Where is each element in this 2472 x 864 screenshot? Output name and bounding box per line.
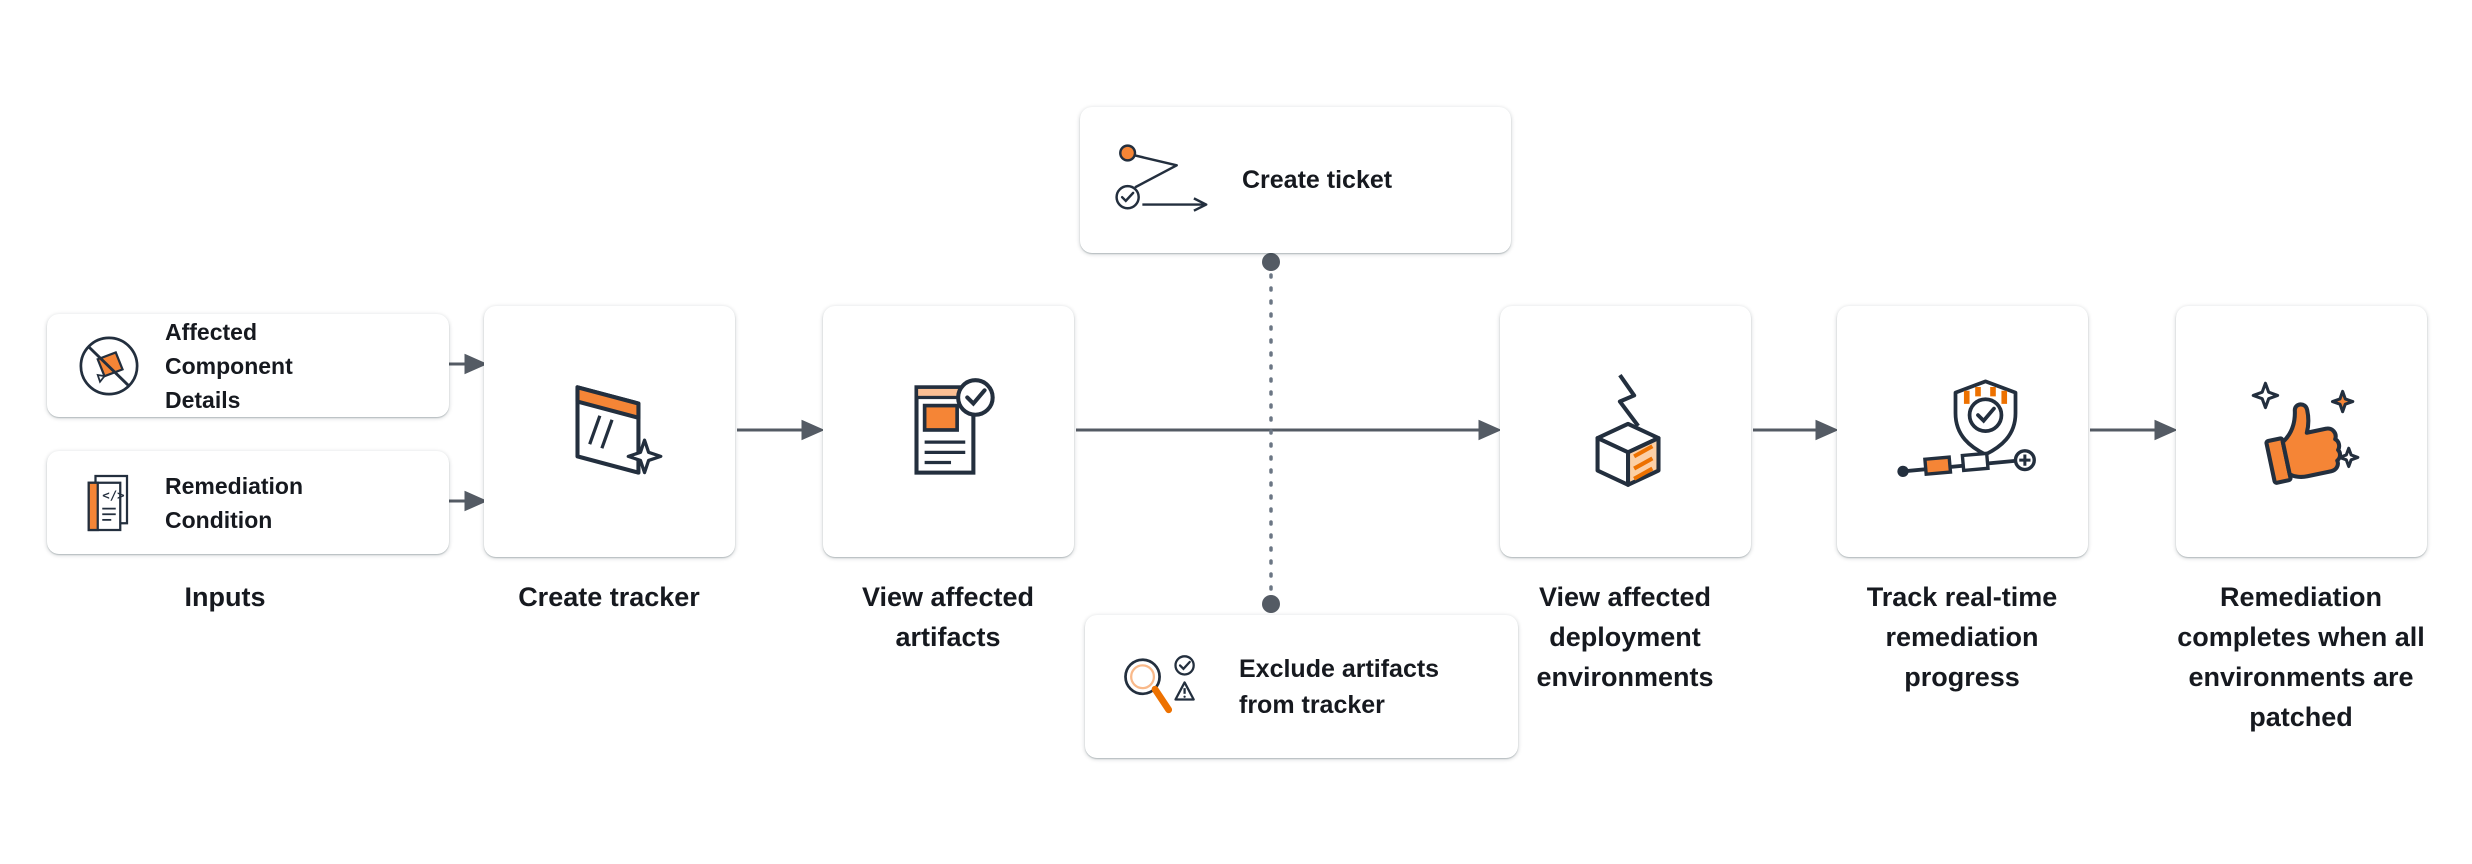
connector-dot-bottom (1262, 595, 1280, 613)
step-label-view-artifacts: View affected artifacts (861, 582, 1035, 652)
connector-dot-top (1262, 253, 1280, 271)
step-card-create-tracker (484, 306, 735, 557)
arrow-progress-to-complete (2090, 419, 2178, 441)
arrow-artifacts-to-environments (1076, 419, 1502, 441)
input-label: Affected Component Details (165, 318, 293, 413)
create-ticket-icon (1115, 144, 1208, 212)
input-card-remediation-condition: </> Remediation Condition (47, 451, 449, 554)
thumbs-up-icon (2251, 381, 2359, 485)
step-label-remediation-complete: Remediation completes when all environme… (2177, 582, 2425, 732)
remediation-progress-icon (1896, 379, 2036, 477)
step-label-remediation-progress: Track real-time remediation progress (1866, 582, 2058, 692)
svg-text:</>: </> (102, 488, 124, 502)
dashed-branch-connector (1262, 253, 1280, 613)
step-card-deployment-environments (1500, 306, 1751, 557)
input-label: Remediation Condition (165, 472, 304, 533)
step-card-view-artifacts (823, 306, 1074, 557)
input-card-affected-component: Affected Component Details (47, 314, 449, 417)
affected-component-icon (79, 336, 139, 395)
arrow-tracker-to-artifacts (737, 419, 825, 441)
branch-label: Create ticket (1242, 166, 1393, 194)
view-affected-artifacts-icon (913, 377, 995, 475)
create-tracker-icon (574, 384, 662, 475)
inputs-group-label: Inputs (184, 582, 266, 612)
exclude-artifacts-icon (1124, 654, 1195, 713)
arrow-environments-to-progress (1753, 419, 1839, 441)
branch-label: Exclude artifacts from tracker (1239, 654, 1440, 719)
step-label-create-tracker: Create tracker (518, 582, 700, 612)
branch-card-exclude-artifacts: Exclude artifacts from tracker (1085, 615, 1518, 758)
step-card-remediation-complete (2176, 306, 2427, 557)
step-card-remediation-progress (1837, 306, 2088, 557)
step-label-deployment-environments: View affected deployment environments (1536, 582, 1714, 692)
remediation-condition-icon: </> (87, 474, 129, 531)
deployment-environments-icon (1595, 373, 1661, 487)
branch-card-create-ticket: Create ticket (1080, 107, 1511, 253)
